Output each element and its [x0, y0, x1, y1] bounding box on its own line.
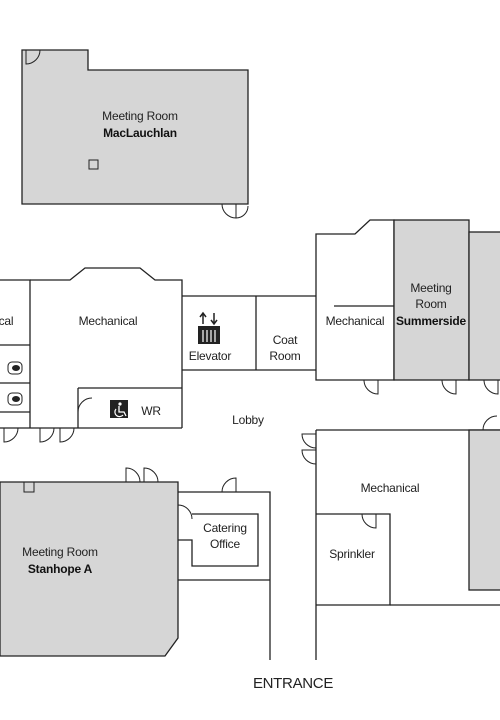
room-summerside-label-2: Room	[415, 297, 446, 311]
room-catering[interactable]: Catering Office	[203, 521, 247, 551]
room-coat-label-2: Room	[269, 349, 300, 363]
elevator[interactable]: Elevator	[189, 311, 232, 363]
room-catering-label-1: Catering	[203, 521, 247, 535]
door-catering	[177, 477, 237, 520]
room-maclauchlan-label: Meeting Room	[102, 109, 178, 123]
entrance-label[interactable]: ENTRANCE	[253, 675, 334, 692]
toilet-icon	[7, 392, 23, 406]
room-washroom-label: WR	[141, 404, 161, 418]
room-summerside[interactable]: Meeting Room Summerside	[393, 219, 500, 381]
doors-right-upper	[363, 379, 499, 395]
room-summerside-name: Summerside	[396, 314, 467, 328]
column-marker	[88, 159, 99, 170]
room-maclauchlan-name: MacLauchlan	[103, 126, 177, 140]
toilet-icon	[7, 361, 23, 375]
door-washroom	[77, 397, 93, 413]
catering-block	[178, 491, 271, 581]
column-marker	[23, 481, 35, 493]
room-maclauchlan[interactable]: Meeting Room MacLauchlan	[21, 49, 249, 205]
doors-stanhope	[125, 467, 159, 483]
room-left-partial-label: cal	[0, 314, 13, 328]
room-stanhope-name: Stanhope A	[28, 562, 93, 576]
room-mechanical-left-label: Mechanical	[79, 314, 138, 328]
doors-left-bottom	[3, 427, 75, 443]
room-mechanical-lower-label: Mechanical	[361, 481, 420, 495]
elevator-icon	[198, 311, 220, 344]
room-elevator-label: Elevator	[189, 349, 232, 363]
washroom[interactable]: WR	[110, 400, 162, 418]
right-upper-block	[315, 219, 395, 381]
room-coat-label: Coat	[273, 333, 298, 347]
door-maclauchlan-top	[25, 49, 41, 65]
corridor-block	[182, 295, 316, 371]
door-maclauchlan-bottom	[221, 203, 249, 219]
room-coat[interactable]: Coat Room	[269, 333, 301, 363]
room-catering-label-2: Office	[210, 537, 240, 551]
room-summerside-label-1: Meeting	[410, 281, 451, 295]
room-stanhope-label: Meeting Room	[22, 545, 98, 559]
left-block	[0, 267, 183, 429]
doors-right-lower	[301, 415, 498, 529]
room-sprinkler-label[interactable]: Sprinkler	[329, 547, 375, 561]
room-mechanical-mid-label: Mechanical	[326, 314, 385, 328]
area-lobby-label[interactable]: Lobby	[232, 413, 264, 427]
wheelchair-icon	[110, 400, 128, 418]
room-right-edge	[468, 429, 500, 591]
room-stanhope[interactable]: Meeting Room Stanhope A	[0, 481, 179, 657]
